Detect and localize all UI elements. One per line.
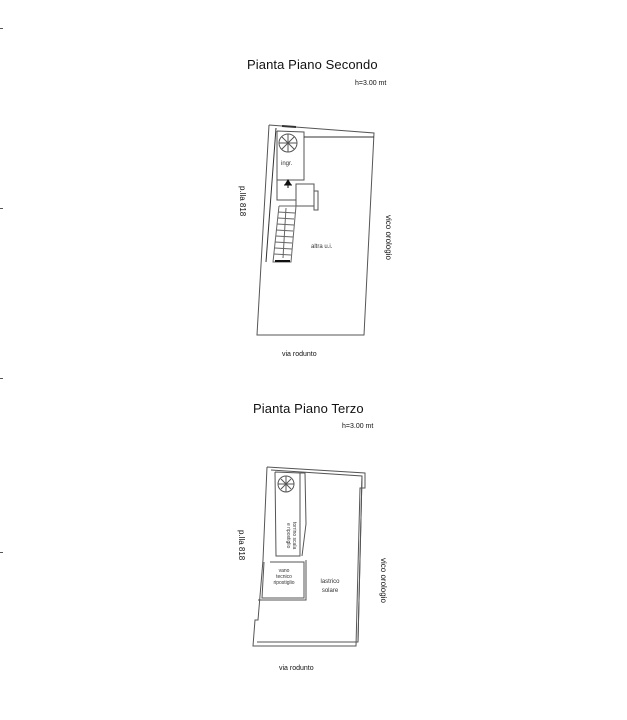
plan-third-floor-outline (252, 466, 366, 647)
room-terrace: lastrico solare (315, 578, 345, 596)
bottom-street-label: via rodunto (279, 665, 314, 672)
left-parcel-label: p.lla 818 (237, 530, 246, 561)
ceiling-height-label: h=3.00 mt (355, 80, 387, 87)
plan-title: Pianta Piano Secondo (247, 57, 378, 72)
room-tech-line3: ripostiglio (273, 580, 295, 586)
bottom-street-label: via rodunto (282, 351, 317, 358)
room-tech-line2: tecnico (276, 574, 292, 580)
spiral-stair-icon (277, 475, 295, 493)
plan-second-floor-outline (256, 124, 375, 336)
room-stair-tower-line1: torrino scala (291, 522, 297, 550)
margin-tick (0, 378, 3, 379)
margin-tick (0, 208, 3, 209)
left-parcel-label: p.lla 818 (238, 186, 247, 217)
entry-arrow-icon (284, 179, 292, 188)
plan-title: Pianta Piano Terzo (253, 401, 364, 416)
right-street-label: vico orologio (384, 215, 393, 260)
margin-tick (0, 552, 3, 553)
ceiling-height-label: h=3.00 mt (342, 423, 374, 430)
stair-tower (258, 471, 307, 601)
straight-stair (272, 205, 297, 263)
entrance-block (276, 130, 374, 211)
margin-tick (0, 28, 3, 29)
room-stair-tower-line2: e ripostiglio (285, 522, 291, 549)
right-street-label: vico orologio (379, 558, 388, 603)
room-terrace-line2: solare (321, 588, 339, 594)
room-tech-storage: vano tecnico ripostiglio (266, 568, 302, 586)
room-terrace-line1: lastrico (320, 579, 340, 585)
room-entrance: ingr. (281, 161, 293, 167)
room-other-unit: altra u.i. (311, 244, 333, 250)
room-tech-line1: vano (278, 568, 290, 574)
spiral-stair-icon (278, 133, 298, 153)
room-stair-tower: torrino scala e ripostiglio (285, 522, 297, 549)
